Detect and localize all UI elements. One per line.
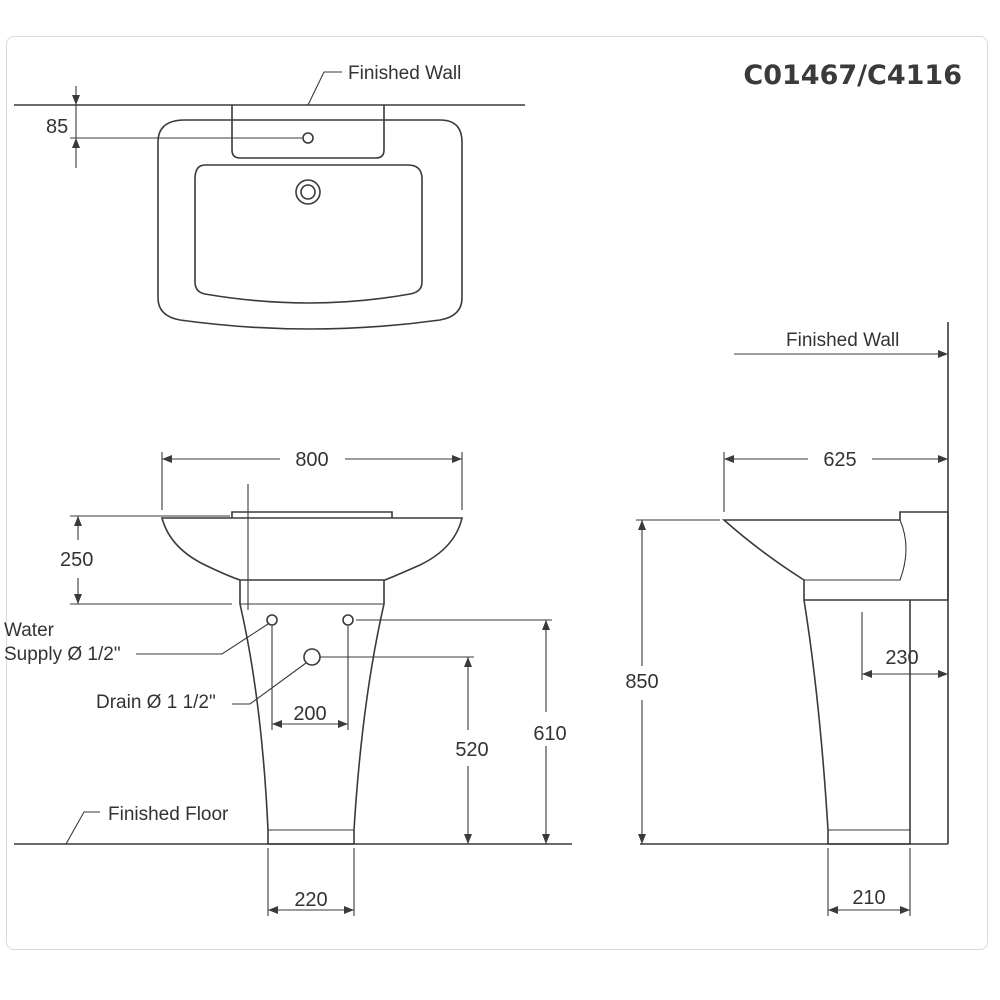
dim-520-text: 520 (455, 739, 488, 761)
top-view: Finished Wall 85 (14, 63, 525, 330)
dim-250-arrow-top (74, 516, 82, 526)
front-view: 800 250 Water Supply Ø 1/2" Drain Ø 1 1/… (4, 449, 572, 916)
dim-210-text: 210 (852, 887, 885, 909)
dim-200-arrow-left (272, 720, 282, 728)
water-supply-label-1: Water (4, 620, 55, 641)
side-pedestal (803, 599, 911, 845)
dim-800-arrow-left (162, 455, 172, 463)
drain-leader (232, 662, 307, 705)
dim-85-text: 85 (46, 116, 68, 138)
dim-800-arrow-right (452, 455, 462, 463)
dim-625-arrow-left (724, 455, 734, 463)
top-faucet-deck (231, 105, 385, 159)
faucet-hole-icon (302, 132, 314, 144)
water-supply-label-2: Supply Ø 1/2" (4, 644, 121, 665)
dim-850-arrow-bottom (638, 834, 646, 844)
dim-230-text: 230 (885, 647, 918, 669)
dim-250-text: 250 (60, 549, 93, 571)
front-deck (231, 511, 393, 518)
dim-850-arrow-top (638, 520, 646, 530)
dim-610-text: 610 (533, 723, 566, 745)
side-basin (721, 511, 949, 601)
dim-250-arrow-bottom (74, 594, 82, 604)
dim-200-text: 200 (293, 703, 326, 725)
top-wall-leader (307, 71, 342, 106)
dim-85-arrow-bottom (72, 138, 80, 148)
dim-200-arrow-right (338, 720, 348, 728)
finished-wall-top-label: Finished Wall (348, 63, 461, 84)
dim-85-arrow-top (72, 95, 80, 105)
drain-label: Drain Ø 1 1/2" (96, 692, 216, 713)
supply-left-icon (266, 614, 278, 626)
dim-220-arrow-left (268, 906, 278, 914)
dim-230-arrow-left (862, 670, 872, 678)
dim-210-arrow-left (828, 906, 838, 914)
model-code: C01467/C4116 (743, 60, 962, 91)
side-wall-arrow (938, 350, 948, 358)
supply-right-icon (342, 614, 354, 626)
dim-610-arrow-bottom (542, 834, 550, 844)
side-view: Finished Wall 625 850 230 (625, 322, 949, 916)
dim-625-arrow-right (938, 455, 948, 463)
top-inner-bowl (194, 164, 423, 304)
finished-wall-side-label: Finished Wall (786, 330, 899, 351)
dim-220-text: 220 (294, 889, 327, 911)
dim-850-text: 850 (625, 671, 658, 693)
dim-210-arrow-right (900, 906, 910, 914)
drain-inner-icon (300, 184, 316, 200)
water-supply-leader (136, 623, 269, 655)
drawing-frame (6, 36, 988, 950)
dim-625-text: 625 (823, 449, 856, 471)
finished-floor-label: Finished Floor (108, 804, 229, 825)
dim-800-text: 800 (295, 449, 328, 471)
finished-floor-leader (65, 811, 100, 845)
front-drain-icon (303, 648, 321, 666)
dim-520-arrow-top (464, 657, 472, 667)
dim-220-arrow-right (344, 906, 354, 914)
front-basin (160, 517, 464, 581)
side-basin-inner (804, 519, 907, 581)
drain-outer-icon (295, 179, 321, 205)
dim-230-arrow-right (938, 670, 948, 678)
dim-520-arrow-bottom (464, 834, 472, 844)
top-basin-outline (157, 119, 463, 330)
dim-610-arrow-top (542, 620, 550, 630)
